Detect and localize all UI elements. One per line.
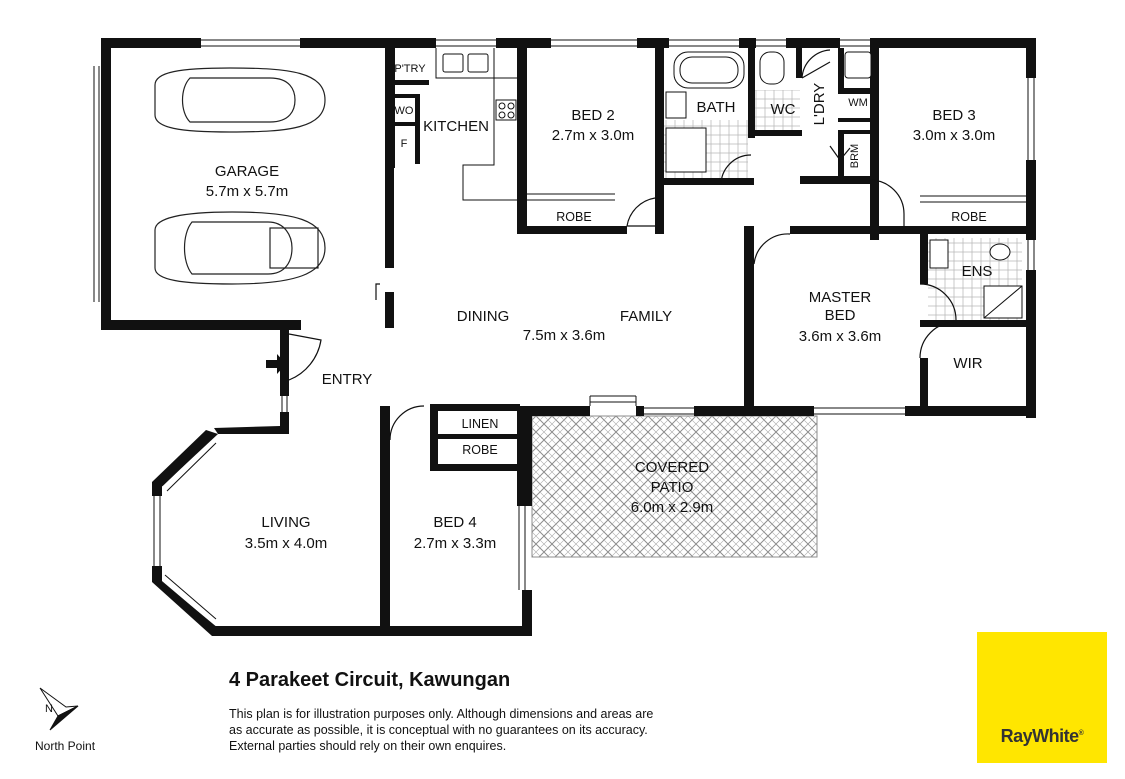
logo-registered-mark: ® (1078, 730, 1084, 737)
windows (93, 39, 1035, 625)
living-label: LIVING (261, 514, 310, 531)
property-title: 4 Parakeet Circuit, Kawungan (229, 669, 511, 691)
bed4-robe-label: ROBE (462, 443, 497, 457)
fridge-label: F (401, 138, 408, 150)
laundry-label: L'DRY (811, 83, 828, 126)
broom-label: BRM (849, 144, 861, 168)
bed3-size: 3.0m x 3.0m (913, 127, 996, 144)
patio-hatch (531, 415, 818, 558)
entry-label: ENTRY (322, 371, 373, 388)
bed4-label: BED 4 (433, 514, 476, 531)
wir-label: WIR (953, 355, 982, 372)
garage-label: GARAGE (215, 163, 279, 180)
disclaimer-line: This plan is for illustration purposes o… (229, 707, 654, 721)
bed3-label: BED 3 (932, 107, 975, 124)
doors (288, 49, 957, 441)
master-label-line2: BED (825, 307, 856, 324)
pantry-label: P'TRY (394, 63, 426, 75)
north-letter: N (45, 703, 53, 715)
family-label: FAMILY (620, 308, 672, 325)
bed2-robe-label: ROBE (556, 210, 591, 224)
disclaimer-line: External parties should rely on their ow… (229, 739, 507, 753)
bath-label: BATH (697, 99, 736, 116)
garage-cars (154, 67, 326, 285)
kitchen-label: KITCHEN (423, 118, 489, 135)
robe-rails (438, 193, 1026, 467)
logo-text: RayWhite® (977, 726, 1107, 747)
master-label-line1: MASTER (809, 289, 872, 306)
bath-fixtures (665, 51, 1023, 319)
master-size: 3.6m x 3.6m (799, 328, 882, 345)
dining-label: DINING (457, 308, 510, 325)
wc-tiles (754, 90, 800, 130)
dining-family-size: 7.5m x 3.6m (523, 327, 606, 344)
living-size: 3.5m x 4.0m (245, 535, 328, 552)
north-point-icon: N (39, 687, 79, 731)
raywhite-logo: RayWhite® (977, 632, 1107, 763)
north-point-label: North Point (35, 739, 96, 753)
garage-size: 5.7m x 5.7m (206, 183, 289, 200)
patio-label-line2: PATIO (651, 479, 694, 496)
ensuite-label: ENS (962, 263, 993, 280)
bed4-size: 2.7m x 3.3m (414, 535, 497, 552)
wc-label: WC (771, 101, 796, 118)
disclaimer: This plan is for illustration purposes o… (229, 706, 699, 754)
bed3-robe-label: ROBE (951, 210, 986, 224)
entry-arrow-icon (266, 354, 286, 374)
patio-size: 6.0m x 2.9m (631, 499, 714, 516)
bed2-label: BED 2 (571, 107, 614, 124)
bed2-size: 2.7m x 3.0m (552, 127, 635, 144)
kitchen-bench (435, 48, 517, 201)
interior-walls (380, 48, 1036, 636)
logo-wordmark: RayWhite (1000, 726, 1080, 746)
wall-oven-label: WO (395, 105, 414, 117)
patio-label-line1: COVERED (635, 459, 709, 476)
washing-machine-label: WM (848, 97, 868, 109)
disclaimer-line: as accurate as possible, it is conceptua… (229, 723, 648, 737)
linen-label: LINEN (462, 417, 499, 431)
